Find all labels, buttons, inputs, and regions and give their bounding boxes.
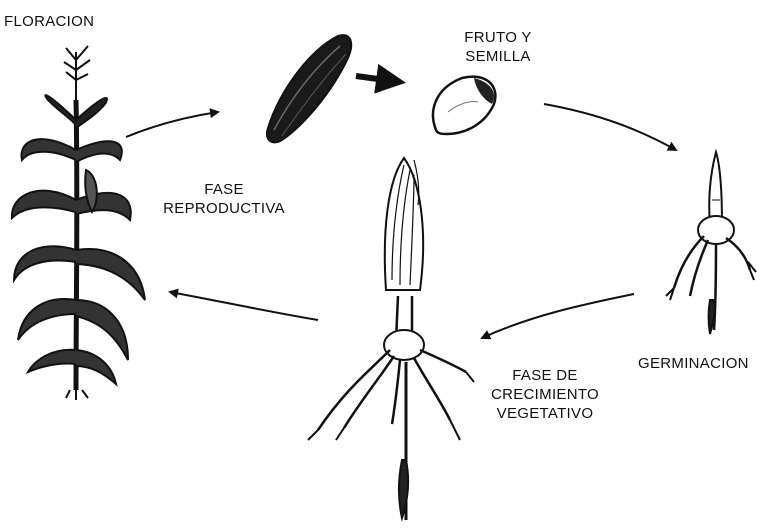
germinating-seedling-illustration	[666, 152, 756, 334]
vegetative-phase-label-line1: FASE DE	[470, 366, 620, 385]
arrow-seed-to-germination	[544, 104, 676, 150]
young-plant-illustration	[308, 158, 474, 520]
fruit-seed-label: FRUTO Y SEMILLA	[448, 28, 548, 66]
corn-cob-illustration	[267, 35, 351, 142]
vegetative-phase-label: FASE DE CRECIMIENTO VEGETATIVO	[470, 366, 620, 423]
arrow-flowering-to-cob	[126, 112, 218, 137]
fruit-seed-label-line1: FRUTO Y	[448, 28, 548, 47]
arrow-young-plant-to-flowering	[170, 292, 318, 320]
seed-illustration	[433, 77, 495, 134]
maize-plant-illustration	[12, 46, 145, 400]
arrow-germination-to-young-plant	[482, 294, 634, 338]
vegetative-phase-label-line3: VEGETATIVO	[470, 404, 620, 423]
reproductive-phase-label-line1: FASE	[144, 180, 304, 199]
arrow-cob-to-seed	[356, 76, 400, 82]
reproductive-phase-label-line2: REPRODUCTIVA	[144, 199, 304, 218]
germination-label: GERMINACION	[638, 354, 749, 373]
fruit-seed-label-line2: SEMILLA	[448, 47, 548, 66]
reproductive-phase-label: FASE REPRODUCTIVA	[144, 180, 304, 218]
flowering-label: FLORACION	[4, 12, 94, 31]
vegetative-phase-label-line2: CRECIMIENTO	[470, 385, 620, 404]
